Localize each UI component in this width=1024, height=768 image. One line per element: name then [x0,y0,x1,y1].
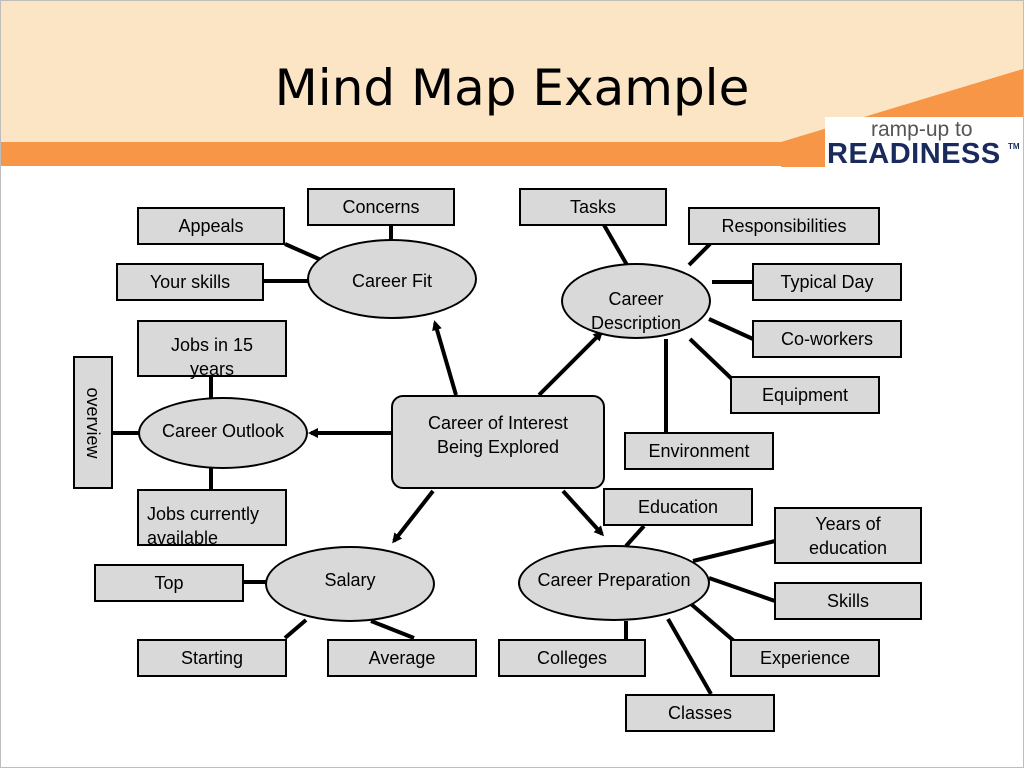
years-of-education-label: Years of education [808,513,888,558]
center-node-label: Career of Interest Being Explored [427,413,569,457]
co-workers-label: Co-workers [780,329,873,349]
career-preparation-label: Career Preparation [537,570,691,590]
jobs-currently-available-box: Jobs currently available [137,489,287,548]
top-box: Top [94,564,244,602]
career-preparation-node: Career Preparation [518,545,710,621]
slide-title: Mind Map Example [274,59,750,117]
career-outlook-label: Career Outlook [161,421,285,441]
co-workers-box: Co-workers [752,320,902,358]
environment-label: Environment [648,441,750,461]
line-classes [666,618,713,695]
responsibilities-label: Responsibilities [721,216,847,236]
colleges-box: Colleges [498,639,646,677]
experience-label: Experience [759,648,851,668]
skills-box: Skills [774,582,922,620]
appeals-label: Appeals [178,216,244,236]
starting-box: Starting [137,639,287,677]
career-description-label: Career Description [590,289,682,333]
skills-label: Skills [826,591,869,611]
tasks-box: Tasks [519,188,667,226]
salary-label: Salary [324,570,376,590]
concerns-label: Concerns [342,197,420,217]
logo-backdrop [825,117,1023,169]
equipment-box: Equipment [730,376,880,414]
logo-trademark: TM [1008,142,1020,151]
education-label: Education [637,497,719,517]
line-experience [689,602,736,643]
average-box: Average [327,639,477,677]
education-box: Education [603,488,753,526]
typical-day-box: Typical Day [752,263,902,301]
arrow-to-career-preparation [561,489,605,537]
line-tasks [602,224,629,266]
salary-node: Salary [265,546,435,622]
classes-label: Classes [667,703,733,723]
overview-label: overview [83,386,103,459]
arrow-to-salary [392,489,435,544]
career-fit-node: Career Fit [307,239,477,319]
classes-box: Classes [625,694,775,732]
career-description-node: Career Description [561,263,711,339]
line-skills [708,576,776,603]
typical-day-label: Typical Day [780,272,874,292]
experience-box: Experience [730,639,880,677]
center-node: Career of Interest Being Explored [391,395,605,489]
responsibilities-box: Responsibilities [688,207,880,245]
line-education [624,524,646,548]
colleges-label: Colleges [536,648,608,668]
line-starting [283,618,308,640]
appeals-box: Appeals [137,207,285,245]
arrow-to-career-fit [432,320,458,396]
environment-box: Environment [624,432,774,470]
your-skills-box: Your skills [116,263,264,301]
equipment-label: Equipment [761,385,849,405]
line-average [370,619,415,640]
line-years-of-education [692,539,776,563]
line-co-workers [708,317,754,341]
years-of-education-box: Years of education [774,507,922,564]
line-equipment [688,337,736,383]
career-outlook-node: Career Outlook [138,397,308,469]
overview-box: overview [73,356,113,489]
logo-tagline: ramp-up to [871,118,973,141]
career-fit-label: Career Fit [351,271,432,291]
concerns-box: Concerns [307,188,455,226]
jobs-in-15-years-box: Jobs in 15 years [137,320,287,379]
average-label: Average [368,648,436,668]
jobs-in-15-years-label: Jobs in 15 years [170,335,254,379]
jobs-currently-available-label: Jobs currently available [147,504,260,548]
logo-wordmark: READINESS [827,138,1001,170]
line-responsibilities [687,242,712,267]
arrow-to-career-description [537,330,604,397]
your-skills-label: Your skills [149,272,231,292]
tasks-label: Tasks [569,197,616,217]
starting-label: Starting [180,648,244,668]
top-label: Top [154,573,184,593]
